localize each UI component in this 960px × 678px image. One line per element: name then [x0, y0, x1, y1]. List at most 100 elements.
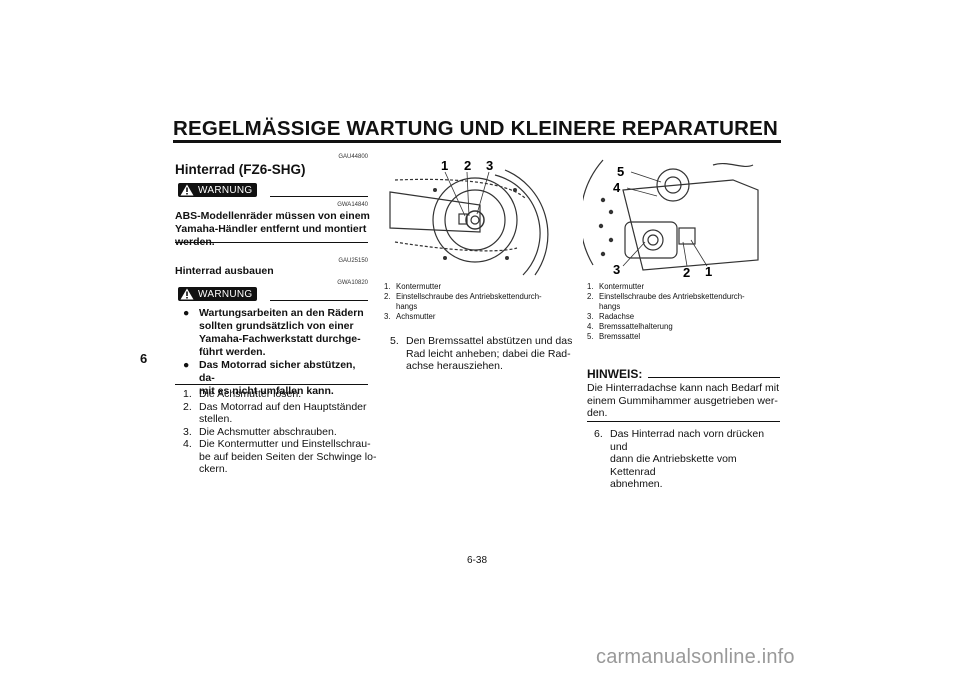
step-line: stellen. [199, 413, 233, 425]
disc-hole [608, 237, 614, 243]
watermark-link[interactable]: carmanualsonline.info [596, 646, 795, 668]
disc-hole [600, 251, 606, 257]
bullet-icon: ● [183, 307, 190, 319]
bullet-item: ● Das Motorrad sicher abstützen, da- mit… [183, 359, 373, 398]
note-end-rule [587, 421, 780, 422]
drive-chain-top [394, 178, 526, 199]
caption-item: 1.Kontermutter [384, 282, 442, 291]
note-line: den. [587, 407, 608, 419]
axle-nut [465, 210, 485, 230]
wheel-bolt [443, 256, 447, 260]
drive-chain-bottom [394, 241, 518, 252]
leader-line-2 [682, 241, 688, 267]
bullet-item: ● Wartungsarbeiten an den Rädern sollten… [183, 307, 373, 359]
section-code: GAU25150 [338, 258, 368, 264]
bullet-line: sollten grundsätzlich von einer [199, 320, 354, 332]
swingarm [389, 191, 481, 233]
step-line: Das Motorrad auf den Hauptständer [199, 400, 367, 413]
warning-label: WARNUNG [198, 184, 253, 196]
axle-center [470, 215, 480, 225]
step-line: be auf beiden Seiten der Schwinge lo- [199, 450, 377, 463]
step-5: 5. Den Bremssattel abstützen und das Rad… [390, 335, 580, 373]
leader-line-3 [622, 241, 646, 267]
leader-line-2 [466, 171, 470, 217]
step-line: ckern. [199, 463, 228, 475]
step-line: Die Achsmutter lösen. [199, 388, 302, 400]
caption-item: 2.Einstellschraube des Antriebskettendur… [384, 292, 542, 311]
note-text: Die Hinterradachse kann nach Bedarf mit … [587, 382, 782, 420]
bullet-icon: ● [183, 359, 190, 371]
note-line: einem Gummihammer ausgetrieben wer- [587, 394, 778, 407]
hand-outline [712, 162, 754, 168]
disc-hole [598, 223, 604, 229]
callout-1: 1 [441, 158, 448, 173]
warning-text: ABS-Modellenräder müssen von einem Yamah… [175, 210, 370, 249]
callout-4: 4 [613, 180, 621, 195]
note-rule [648, 377, 780, 378]
warning-end-rule [175, 384, 368, 385]
adjusting-bolt [678, 227, 696, 245]
axle-center [647, 234, 659, 246]
section-heading: Hinterrad (FZ6-SHG) [175, 162, 306, 177]
warning-triangle-icon [180, 184, 194, 196]
wheel-inner-arc [494, 174, 541, 276]
leader-line-1 [690, 239, 708, 267]
note-line: Die Hinterradachse kann nach Bedarf mit [587, 382, 780, 394]
bullet-line: mit es nicht umfallen kann. [199, 385, 334, 397]
caption-item: 4.Bremssattelhalterung [587, 322, 673, 331]
leader-line-5 [630, 171, 662, 183]
step-item: 6. Das Hinterrad nach vorn drücken und d… [594, 428, 784, 491]
callout-2: 2 [683, 265, 690, 280]
caption-item: 1.Kontermutter [587, 282, 645, 291]
step-line: dann die Antriebskette vom Kettenrad [610, 453, 737, 478]
warning-code: GWA10820 [337, 280, 368, 286]
step-line: Das Hinterrad nach vorn drücken und [610, 428, 765, 453]
caliper-piston [664, 176, 682, 194]
wheel-bolt [513, 188, 517, 192]
warning-bullets: ● Wartungsarbeiten an den Rädern sollten… [183, 307, 373, 398]
figure-captions: 1.Kontermutter 2.Einstellschraube des An… [587, 282, 782, 342]
wheel-bolt [433, 188, 437, 192]
disc-hole [608, 209, 614, 215]
rear-wheel-axle-figure: 1 2 3 [385, 150, 575, 280]
leader-line-1 [444, 171, 466, 217]
warning-end-rule [175, 242, 368, 243]
subheading: Hinterrad ausbauen [175, 265, 274, 277]
step-line: Den Bremssattel abstützen und das [406, 335, 573, 347]
page-number: 6-38 [467, 555, 488, 566]
warning-triangle-icon [180, 288, 194, 300]
callout-3: 3 [613, 262, 620, 277]
callout-1: 1 [705, 264, 712, 279]
caption-item: 3.Achsmutter [384, 312, 436, 321]
step-line: Die Achsmutter abschrauben. [199, 425, 337, 438]
wheel-bolt [505, 256, 509, 260]
callout-2: 2 [464, 158, 471, 173]
disc-hole [600, 197, 606, 203]
bullet-line: Wartungsarbeiten an den Rädern [199, 307, 364, 319]
step-line: achse herausziehen. [406, 360, 503, 372]
axle-end [642, 229, 664, 251]
step-line: Rad leicht anheben; dabei die Rad- [406, 347, 571, 360]
step-item: 3. Die Achsmutter abschrauben. [183, 425, 337, 438]
leader-line-4 [626, 187, 658, 197]
bullet-line: Das Motorrad sicher abstützen, da- [199, 359, 356, 384]
step-line: Die Kontermutter und Einstellschrau- [199, 438, 371, 450]
step-item: 1. Die Achsmutter lösen. [183, 388, 302, 400]
step-item: 2. Das Motorrad auf den Hauptständer ste… [183, 400, 367, 426]
warning-badge: WARNUNG [178, 183, 257, 197]
swingarm [622, 179, 759, 271]
step-item: 4. Die Kontermutter und Einstellschrau- … [183, 438, 377, 475]
brake-disc-arc [583, 159, 604, 266]
page-title: REGELMÄSSIGE WARTUNG UND KLEINERE REPARA… [173, 117, 779, 140]
callout-3: 3 [486, 158, 493, 173]
brake-caliper-figure: 5 4 3 2 1 [583, 150, 773, 280]
figure-captions: 1.Kontermutter 2.Einstellschraube des An… [384, 282, 579, 322]
caption-item: 5.Bremssattel [587, 332, 641, 341]
bullet-line: Yamaha-Fachwerkstatt durchge- [199, 333, 361, 345]
chapter-number: 6 [140, 351, 148, 366]
section-code: GAU44800 [338, 154, 368, 160]
warning-badge: WARNUNG [178, 287, 257, 301]
warning-rule [270, 300, 368, 301]
warning-label: WARNUNG [198, 288, 253, 300]
sprocket-hub [444, 189, 506, 251]
